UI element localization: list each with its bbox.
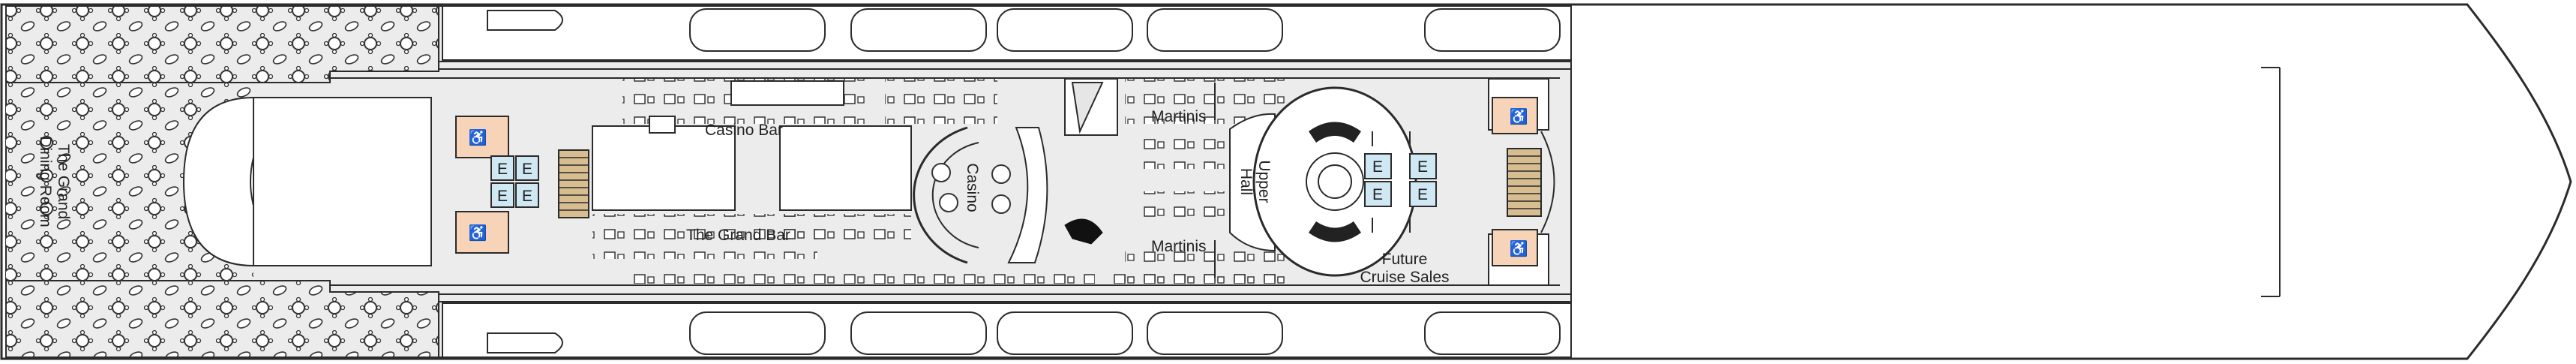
martinis-top-label: Martinis [1151, 108, 1207, 125]
grand-bar-label: The Grand Bar [686, 227, 790, 244]
martinis-bottom-label: Martinis [1151, 238, 1207, 255]
svg-text:E: E [1417, 186, 1428, 203]
svg-text:E: E [522, 188, 532, 205]
aft-core: ♿ ♿ E E E E [455, 116, 539, 254]
svg-text:E: E [1372, 158, 1383, 176]
casino-bar-label: Casino Bar [705, 122, 783, 139]
restroom-icon [455, 211, 509, 254]
lifeboat-icon [487, 332, 563, 353]
slot-machines-row [630, 263, 1095, 284]
lifeboat-icon [1424, 8, 1561, 52]
lifeboat-icon [1147, 8, 1283, 52]
svg-text:♿: ♿ [1510, 239, 1528, 257]
restroom-icon [1492, 229, 1538, 266]
restroom-icon [1492, 97, 1538, 134]
lifeboat-icon [1147, 311, 1283, 355]
casino-label: Casino [964, 163, 981, 212]
lifeboat-icon [850, 311, 987, 355]
svg-text:E: E [522, 161, 532, 178]
svg-text:Cruise Sales: Cruise Sales [1360, 269, 1449, 286]
svg-text:♿: ♿ [469, 224, 487, 242]
stage-icon [1309, 122, 1361, 143]
lifeboat-icon [997, 311, 1133, 355]
casino[interactable] [913, 126, 1048, 264]
upper-hall-rotunda[interactable]: E E E E [1229, 86, 1437, 277]
svg-text:The Grand: The Grand [55, 144, 72, 219]
svg-text:Casino: Casino [964, 163, 981, 212]
elevator-icon [490, 155, 514, 181]
svg-text:E: E [497, 188, 508, 205]
lifeboat-icon [689, 311, 826, 355]
restroom-icon [455, 116, 509, 158]
lifeboat-icon [997, 8, 1133, 52]
lifeboats-top [487, 8, 1561, 52]
stairs-icon [558, 149, 589, 218]
future-cruise-sales-label: Future Cruise Sales [1360, 251, 1449, 286]
martinis-area[interactable] [1064, 78, 1290, 281]
lifeboats-bottom [487, 311, 1561, 355]
stairs-icon [1507, 148, 1542, 217]
svg-text:♿: ♿ [469, 128, 487, 146]
svg-text:Dining Room: Dining Room [37, 136, 54, 227]
svg-text:Hall: Hall [1237, 168, 1255, 195]
grand-bar-area[interactable] [592, 79, 997, 259]
svg-text:Upper: Upper [1255, 160, 1273, 203]
svg-text:♿: ♿ [1510, 107, 1528, 125]
upper-hall-label: Upper Hall [1237, 160, 1273, 203]
dining-room-label: The Grand Dining Room [37, 136, 72, 227]
lifeboat-icon [1424, 311, 1561, 355]
svg-text:Future: Future [1382, 251, 1428, 268]
svg-text:E: E [1372, 186, 1383, 203]
lifeboat-icon [689, 8, 826, 52]
piano-icon [1064, 218, 1103, 245]
forward-core: ♿ ♿ [1488, 78, 1555, 286]
elevator-icon [490, 182, 514, 208]
svg-text:E: E [1417, 158, 1428, 176]
grand-dining-room[interactable] [5, 5, 439, 358]
svg-text:E: E [497, 161, 508, 178]
lifeboat-icon [487, 10, 563, 31]
lifeboat-icon [850, 8, 987, 52]
